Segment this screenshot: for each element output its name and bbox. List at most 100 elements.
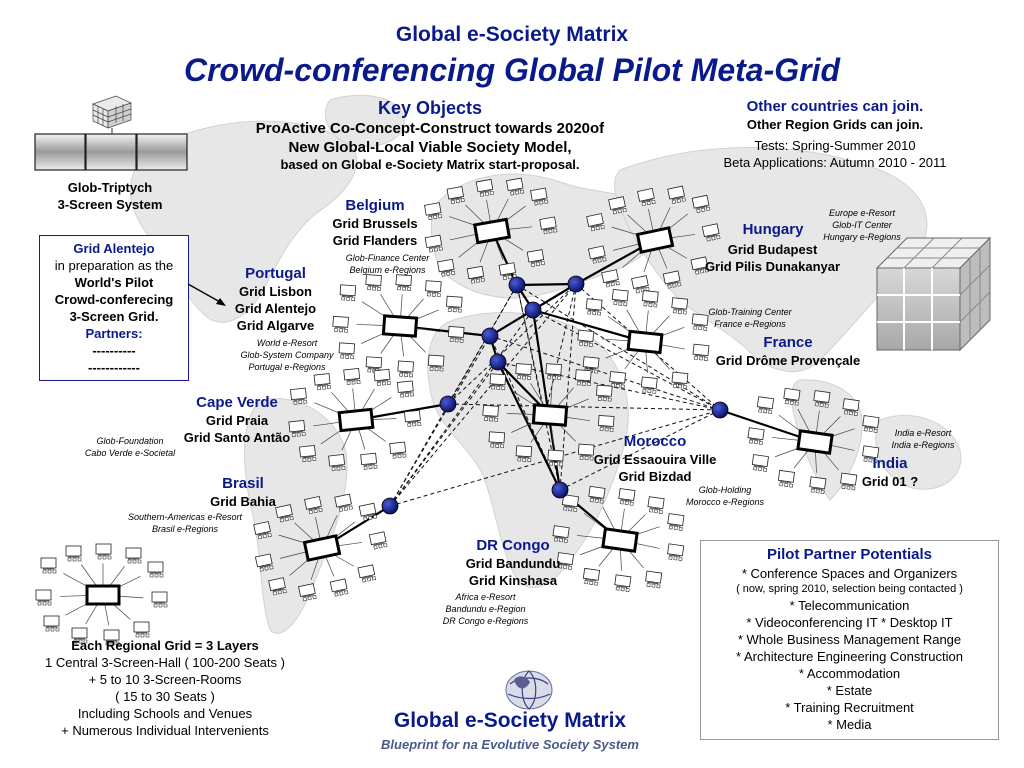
grid-clusters (35, 177, 880, 646)
capeverde-note1: Glob-Foundation (96, 436, 164, 446)
cluster-legend (35, 543, 168, 646)
morocco-grid2: Grid Bizdad (618, 469, 692, 484)
region-france: France Grid Drôme Provençale (698, 334, 878, 369)
layers-l4: Including Schools and Venues (77, 706, 253, 721)
hungary-notes: Europe e-Resort Glob-IT Center Hungary e… (812, 207, 912, 243)
region-capeverde: Cape Verde Grid Praia Grid Santo Antão (172, 394, 302, 446)
partners-item: ( now, spring 2010, selection being cont… (736, 583, 963, 595)
cluster-india (747, 387, 880, 495)
region-portugal: Portugal Grid Lisbon Grid Alentejo Grid … (218, 265, 333, 334)
southeast-asia-shape (875, 414, 962, 490)
partners-item: * Architecture Engineering Construction (736, 649, 963, 664)
node-hungary (567, 275, 585, 293)
triptych-cube-small (92, 95, 132, 129)
india-name: India (872, 455, 908, 472)
layers-l1: 1 Central 3-Screen-Hall ( 100-200 Seats … (45, 655, 285, 670)
belgium-note2: Belgium e-Regions (349, 265, 426, 275)
alentejo-dash2: ------------ (88, 360, 140, 375)
hungary-note1: Europe e-Resort (828, 208, 896, 218)
brasil-notes: Southern-Americas e-Resort Brasil e-Regi… (110, 511, 260, 535)
cluster-brasil (253, 493, 388, 602)
header-subtitle: Crowd-conferencing Global Pilot Meta-Gri… (183, 52, 841, 88)
portugal-note2: Glob-System Company (240, 350, 334, 360)
footer-subtitle: Blueprint for na Evolutive Society Syste… (381, 737, 639, 752)
hungary-note3: Hungary e-Regions (823, 232, 901, 242)
france-note2: France e-Regions (714, 319, 786, 329)
node-portugal (481, 327, 499, 345)
key-objects-line3: based on Global e-Society Matrix start-p… (280, 157, 580, 172)
portugal-notes: World e-Resort Glob-System Company Portu… (222, 337, 352, 373)
other-countries: Other countries can join. Other Region G… (695, 97, 975, 171)
globe-logo-icon (505, 670, 553, 710)
triptych-screen-right (136, 133, 188, 171)
morocco-note2: Morocco e-Regions (685, 497, 765, 507)
cluster-france (577, 288, 710, 394)
portugal-name: Portugal (245, 265, 306, 282)
partners-item: * Media (827, 717, 872, 732)
partners-item: * Telecommunication (789, 598, 910, 613)
brasil-grid1: Grid Bahia (210, 494, 276, 509)
france-name: France (763, 334, 813, 351)
arrow-icon (187, 283, 226, 306)
key-objects-line2: New Global-Local Viable Society Model, (288, 139, 572, 156)
partners-list: * Conference Spaces and Organizers ( now,… (701, 565, 998, 733)
morocco-grid1: Grid Essaouira Ville (593, 452, 717, 467)
morocco-note1: Glob-Holding (698, 485, 752, 495)
south-america-shape (244, 398, 348, 634)
belgium-grid1: Grid Brussels (332, 216, 418, 231)
partners-item: * Conference Spaces and Organizers (741, 566, 958, 581)
node-drcongo (551, 481, 569, 499)
india-note2: India e-Regions (891, 440, 955, 450)
alentejo-line1: in preparation as the (54, 258, 174, 273)
region-belgium: Belgium Grid Brussels Grid Flanders (315, 197, 435, 249)
layers-l3: ( 15 to 30 Seats ) (115, 689, 215, 704)
drcongo-note3: DR Congo e-Regions (442, 616, 529, 626)
greenland-shape (324, 94, 405, 148)
triptych-label: Glob-Triptych 3-Screen System (30, 179, 190, 213)
france-notes: Glob-Training Center France e-Regions (695, 306, 805, 330)
triptych-icon (34, 95, 188, 171)
key-objects-title: Key Objects (377, 98, 483, 118)
asia-shape (614, 147, 928, 373)
portugal-note3: Portugal e-Regions (248, 362, 326, 372)
drcongo-name: DR Congo (476, 537, 550, 554)
belgium-note1: Glob-Finance Center (345, 253, 430, 263)
portugal-grid1: Grid Lisbon (239, 284, 312, 299)
region-india: India Grid 01 ? (840, 455, 940, 490)
france-note1: Glob-Training Center (708, 307, 792, 317)
alentejo-partners: Partners: (85, 326, 143, 341)
hungary-grid1: Grid Budapest (727, 242, 818, 257)
cluster-morocco (482, 363, 615, 467)
drcongo-notes: Africa e-Resort Bandundu e-Region DR Con… (428, 591, 543, 627)
partners-item: * Estate (826, 683, 873, 698)
hungary-note2: Glob-IT Center (832, 220, 892, 230)
belgium-grid2: Grid Flanders (332, 233, 418, 248)
triptych-screen-left (34, 133, 86, 171)
capeverde-grid1: Grid Praia (205, 413, 269, 428)
alentejo-line3: Crowd-conferecing (54, 292, 174, 307)
header-title: Global e-Society Matrix (395, 23, 629, 46)
alentejo-line2: World's Pilot (74, 275, 154, 290)
other-line2: Tests: Spring-Summer 2010 (754, 138, 916, 153)
node-central (524, 301, 542, 319)
portugal-grid2: Grid Alentejo (234, 301, 317, 316)
alentejo-dash1: ---------- (92, 343, 136, 358)
node-belgium (508, 276, 526, 294)
region-brasil: Brasil Grid Bahia (193, 475, 293, 510)
other-line3: Beta Applications: Autumn 2010 - 2011 (723, 155, 947, 170)
portugal-note1: World e-Resort (256, 338, 318, 348)
drcongo-grid1: Grid Bandundu (465, 556, 561, 571)
layers-title: Each Regional Grid = 3 Layers (71, 638, 259, 653)
layers-l2: + 5 to 10 3-Screen-Rooms (88, 672, 242, 687)
cluster-hungary (586, 185, 721, 294)
drcongo-note1: Africa e-Resort (455, 592, 516, 602)
network-nodes (381, 275, 729, 515)
key-objects-line1: ProActive Co-Concept-Construct towards 2… (255, 120, 605, 137)
drcongo-grid2: Grid Kinshasa (468, 573, 558, 588)
belgium-notes: Glob-Finance Center Belgium e-Regions (330, 252, 445, 276)
region-drcongo: DR Congo Grid Bandundu Grid Kinshasa (448, 537, 578, 589)
region-morocco: Morocco Grid Essaouira Ville Grid Bizdad (580, 433, 730, 485)
alentejo-line4: 3-Screen Grid. (69, 309, 159, 324)
partners-item: * Videoconferencing IT * Desktop IT (746, 615, 953, 630)
